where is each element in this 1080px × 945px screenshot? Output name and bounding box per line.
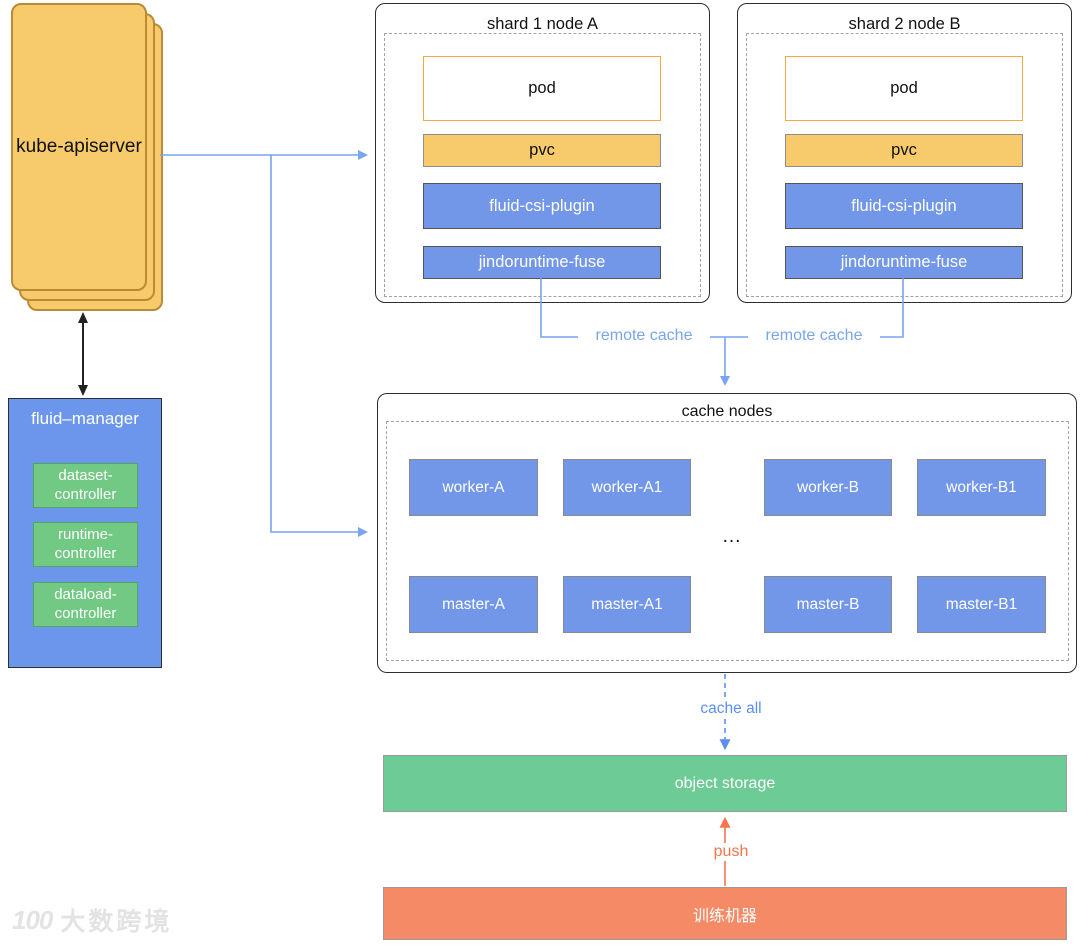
fluid-manager-title: fluid–manager (31, 409, 139, 428)
kube-apiserver-label: kube-apiserver (16, 136, 142, 157)
worker-b-box: worker-B (764, 459, 892, 516)
fluid-manager-panel: fluid–manager dataset- controller runtim… (8, 398, 162, 668)
remote-cache-right-label: remote cache (748, 327, 880, 345)
shard-1-title: shard 1 node A (486, 15, 598, 33)
shard-1-pod-box: pod (423, 56, 661, 121)
runtime-controller-box: runtime- controller (33, 522, 138, 567)
api-manager-arrowhead-down (78, 385, 88, 396)
object-storage-bar: object storage (383, 755, 1067, 812)
remote-cache-left-label: remote cache (578, 327, 710, 345)
shard-2-title: shard 2 node B (848, 15, 961, 33)
worker-a1-box: worker-A1 (563, 459, 691, 516)
kube-apiserver-box: kube-apiserver (11, 3, 147, 291)
api-to-cache-nodes-arrow (270, 155, 368, 537)
master-a-box: master-A (409, 576, 538, 633)
dataload-controller-box: dataload- controller (33, 582, 138, 627)
shard-1-pvc-box: pvc (423, 134, 661, 167)
shard-1-panel: shard 1 node A pod pvc fluid-csi-plugin … (375, 3, 710, 303)
ellipsis-label: ... (722, 526, 742, 547)
shard-2-fluid-csi-plugin-box: fluid-csi-plugin (785, 183, 1023, 229)
master-b-box: master-B (764, 576, 892, 633)
cache-nodes-panel: cache nodes worker-A worker-A1 worker-B … (377, 393, 1077, 673)
worker-a-box: worker-A (409, 459, 538, 516)
shard-1-fluid-csi-plugin-box: fluid-csi-plugin (423, 183, 661, 229)
shard-2-jindoruntime-fuse-box: jindoruntime-fuse (785, 246, 1023, 279)
cache-all-label: cache all (682, 700, 780, 718)
watermark-text: 大数跨境 (60, 908, 173, 936)
master-a1-box: master-A1 (563, 576, 691, 633)
master-b1-box: master-B1 (917, 576, 1046, 633)
shard-2-pvc-box: pvc (785, 134, 1023, 167)
watermark: 100 大数跨境 (12, 902, 172, 938)
watermark-logo-icon: 100 (12, 904, 53, 935)
push-label: push (696, 843, 766, 861)
cache-nodes-dashed-area (386, 421, 1069, 661)
shard-2-dashed-area (746, 33, 1063, 297)
shard-2-pod-box: pod (785, 56, 1023, 121)
cache-nodes-title: cache nodes (681, 403, 773, 420)
api-manager-arrowhead-up (78, 312, 88, 323)
shard-2-panel: shard 2 node B pod pvc fluid-csi-plugin … (737, 3, 1072, 303)
worker-b1-box: worker-B1 (917, 459, 1046, 516)
dataset-controller-box: dataset- controller (33, 463, 138, 508)
training-machine-bar: 训练机器 (383, 887, 1067, 940)
shard-1-jindoruntime-fuse-box: jindoruntime-fuse (423, 246, 661, 279)
